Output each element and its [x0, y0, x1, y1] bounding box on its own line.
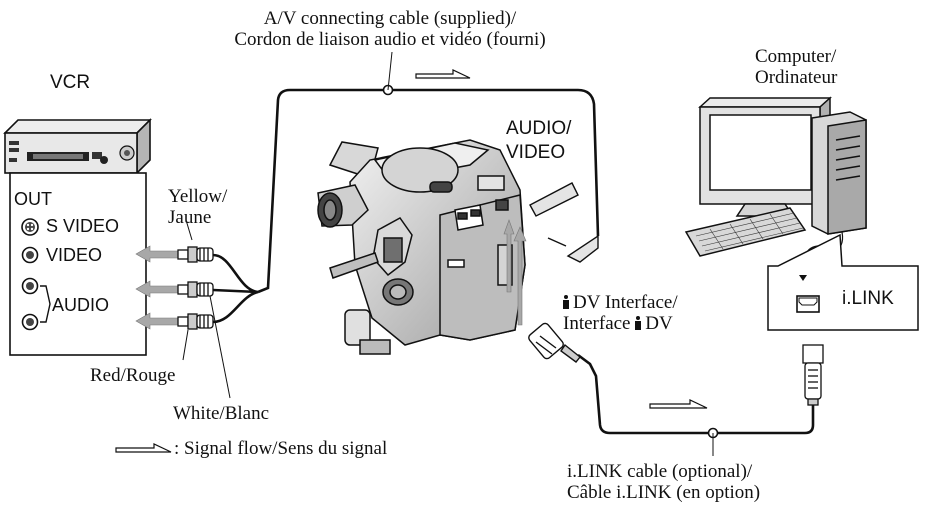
dv-port-arrow-icon — [503, 219, 527, 326]
signal-flow-arrow-icon — [115, 69, 708, 453]
ilink-symbol-icon — [563, 295, 569, 309]
yellow-label-en: Yellow/ — [168, 186, 228, 207]
dv-interface-fr-suffix: DV — [645, 313, 673, 335]
dv-plug-icon — [528, 322, 581, 363]
audio-video-label-line1: AUDIO/ — [506, 118, 572, 139]
audio-jack-icon — [21, 277, 51, 331]
vcr-label: VCR — [50, 72, 91, 93]
vcr-device — [3, 118, 152, 175]
ilink-cable-label-fr: Câble i.LINK (en option) — [567, 482, 761, 504]
ilink-port-callout — [767, 233, 919, 331]
camcorder — [317, 139, 526, 355]
ilink-cable — [577, 353, 815, 435]
av-cable-label-en: A/V connecting cable (supplied)/ — [263, 8, 517, 29]
audio-video-jack-label: AUDIO/ VIDEO — [506, 117, 571, 165]
dv-interface-label: DV Interface/ Interface DV — [563, 292, 678, 335]
dv-interface-label-en: DV Interface/ — [563, 292, 678, 313]
white-plug-label: White/Blanc — [173, 403, 270, 424]
ilink-cable-label: i.LINK cable (optional)/ Câble i.LINK (e… — [567, 461, 760, 504]
video-jack-icon — [21, 246, 39, 264]
computer-label: Computer/ Ordinateur — [755, 46, 837, 89]
computer-label-fr: Ordinateur — [755, 67, 838, 89]
dv-interface-text: DV Interface/ — [573, 292, 678, 313]
av-plug-icon — [529, 182, 599, 263]
ilink-cable-label-en: i.LINK cable (optional)/ — [567, 461, 753, 482]
out-label: OUT — [14, 189, 52, 209]
rca-plug-icon — [177, 246, 214, 330]
s-video-jack-icon — [21, 218, 39, 236]
audio-label: AUDIO — [52, 295, 110, 315]
computer-label-en: Computer/ — [755, 46, 837, 67]
signal-flow-legend: : Signal flow/Sens du signal — [174, 438, 388, 459]
red-plug-label: Red/Rouge — [90, 365, 176, 386]
av-cable-label-fr: Cordon de liaison audio et vidéo (fourni… — [234, 29, 546, 51]
av-cable-label: A/V connecting cable (supplied)/ Cordon … — [225, 8, 555, 51]
av-cable — [212, 88, 600, 324]
dv-interface-fr-text: Interface — [563, 313, 631, 335]
yellow-plug-label: Yellow/ Jaune — [168, 186, 227, 229]
audio-video-label-line2: VIDEO — [506, 141, 566, 163]
computer — [684, 96, 867, 263]
ilink-port-label: i.LINK — [842, 288, 894, 309]
s-video-label: S VIDEO — [46, 216, 120, 236]
ilink-symbol-icon — [635, 316, 642, 331]
video-label: VIDEO — [46, 245, 103, 265]
yellow-label-fr: Jaune — [168, 207, 212, 229]
dv-interface-label-fr: Interface DV — [563, 313, 678, 334]
